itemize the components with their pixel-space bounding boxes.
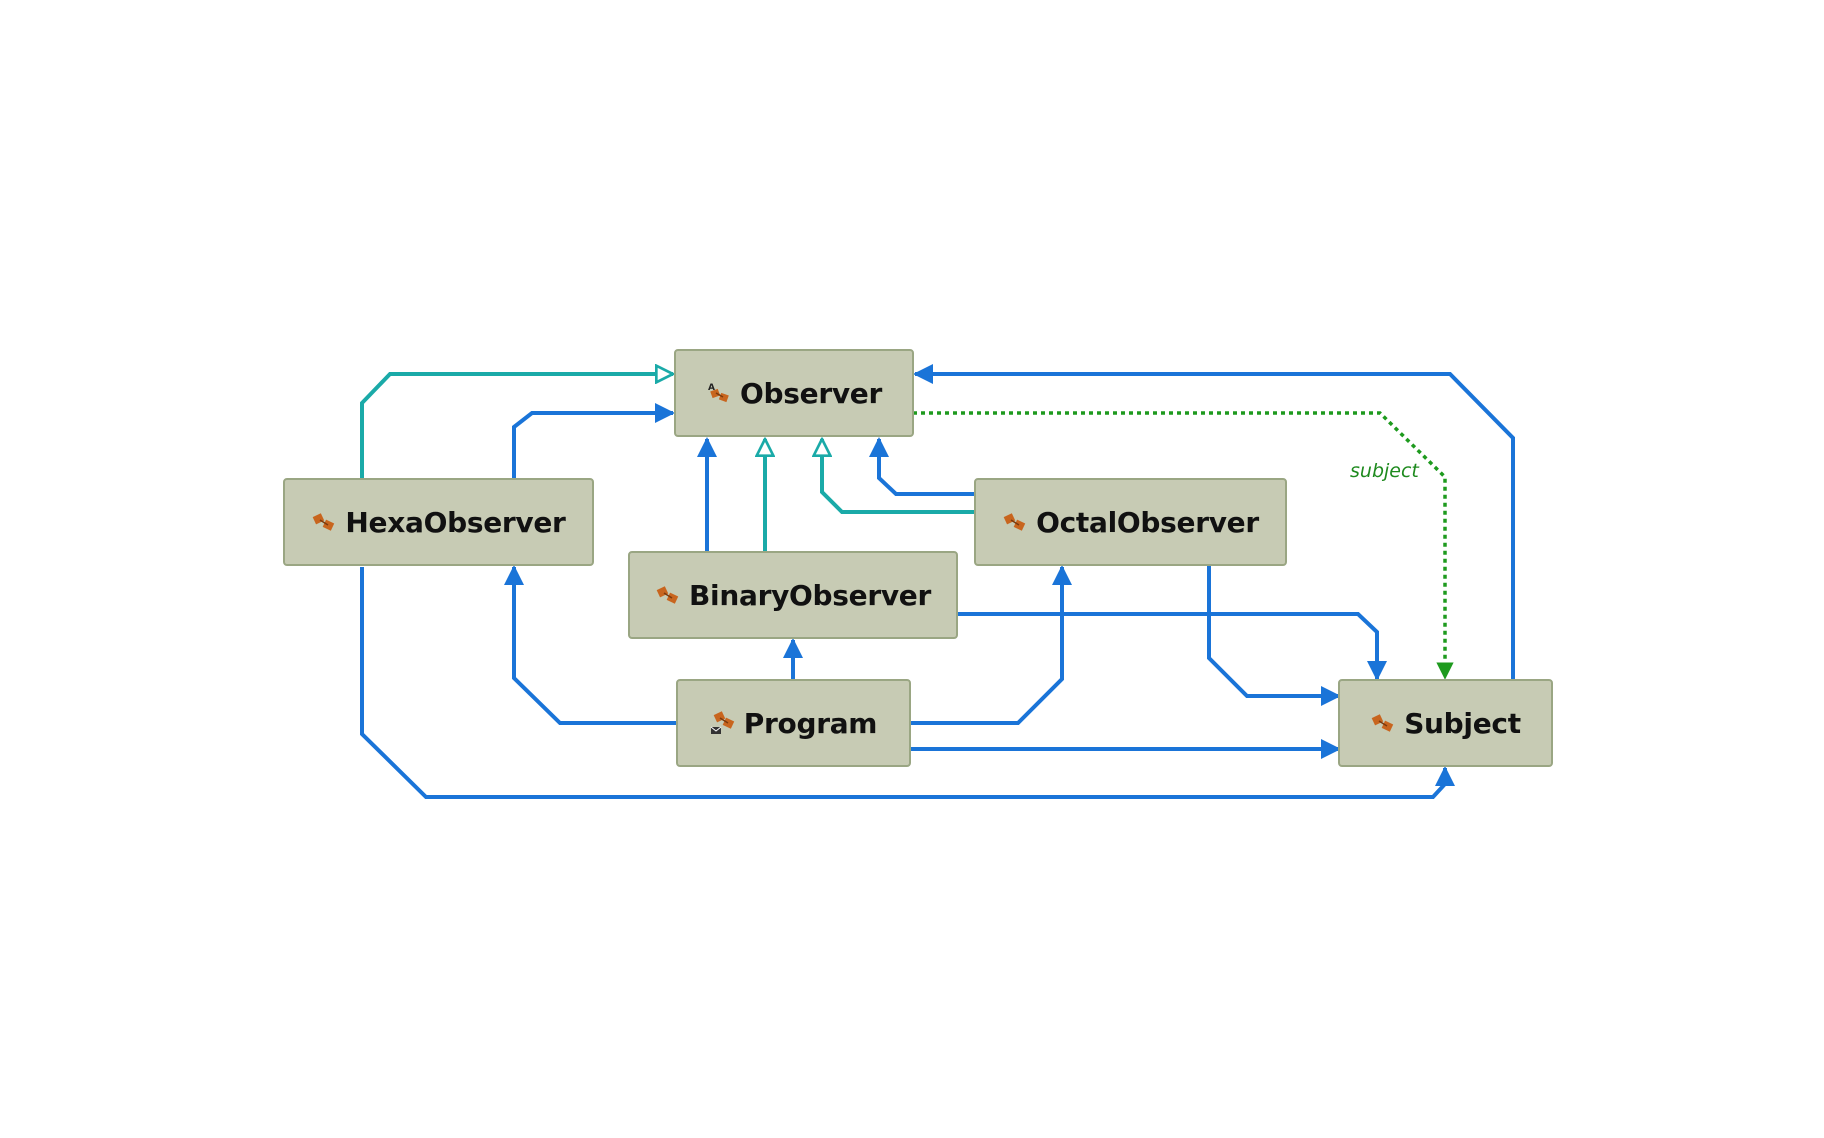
svg-text:A: A [708, 383, 715, 393]
association-octal-to-observer [869, 437, 975, 496]
class-label: HexaObserver [345, 505, 566, 539]
class-label: Program [743, 706, 878, 740]
association-binary-to-subject [958, 612, 1387, 681]
association-hexa-to-subject [360, 567, 1455, 799]
class-binary-observer[interactable]: BinaryObserver [628, 551, 958, 639]
class-label: Observer [740, 376, 882, 410]
edge-label-subject: subject [1350, 460, 1419, 482]
association-octal-to-subject [1207, 566, 1341, 706]
class-label: BinaryObserver [689, 578, 931, 612]
class-icon [1002, 509, 1028, 535]
class-hexa-observer[interactable]: HexaObserver [283, 478, 594, 566]
class-octal-observer[interactable]: OctalObserver [974, 478, 1287, 566]
association-hexa-to-observer [512, 403, 675, 478]
association-program-to-hexa [504, 565, 677, 725]
class-icon [655, 582, 681, 608]
class-icon [1370, 710, 1396, 736]
association-subject-to-observer [913, 364, 1515, 680]
static-class-icon [710, 710, 736, 736]
class-program[interactable]: Program [676, 679, 911, 767]
class-label: OctalObserver [1036, 505, 1259, 539]
dependency-observer-subject [913, 411, 1454, 680]
class-subject[interactable]: Subject [1338, 679, 1553, 767]
abstract-class-icon: A [706, 380, 732, 406]
class-icon [311, 509, 337, 535]
association-program-to-octal [911, 565, 1072, 725]
class-label: Subject [1404, 706, 1521, 740]
generalization-octal-observer [822, 439, 975, 514]
generalization-hexa-observer [360, 374, 673, 478]
class-observer[interactable]: A Observer [674, 349, 914, 437]
